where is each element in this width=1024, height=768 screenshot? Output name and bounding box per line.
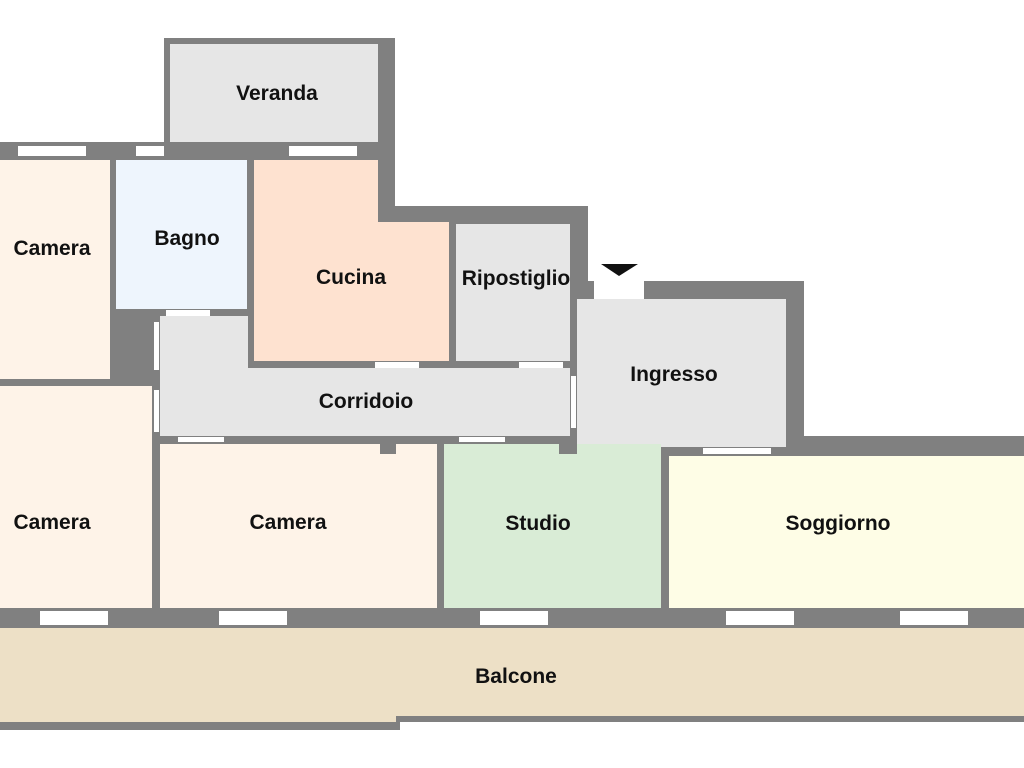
- room-soggiorno: [669, 456, 1024, 608]
- door: [178, 437, 224, 442]
- room-ripostiglio: [456, 224, 570, 361]
- door: [571, 376, 576, 428]
- room-ingresso: [577, 299, 786, 447]
- doors: [154, 281, 771, 454]
- door: [166, 310, 210, 316]
- room-camera-left: [0, 386, 152, 608]
- window: [900, 611, 968, 625]
- entrance-marker-icon: [601, 264, 638, 276]
- window: [40, 611, 108, 625]
- pillar-corridoio-corner: [559, 436, 577, 454]
- entrance-opening: [594, 281, 644, 299]
- label-veranda: Veranda: [236, 82, 318, 105]
- label-cucina: Cucina: [316, 266, 386, 289]
- windows: [18, 146, 968, 625]
- pillar-camera-mid: [380, 444, 396, 454]
- label-corridoio: Corridoio: [319, 390, 414, 413]
- room-camera-mid: [160, 444, 437, 608]
- label-studio: Studio: [505, 512, 570, 535]
- room-studio: [444, 444, 661, 608]
- door: [459, 437, 505, 442]
- label-soggiorno: Soggiorno: [786, 512, 891, 535]
- room-balcone: [0, 628, 1024, 722]
- door: [154, 390, 159, 432]
- room-labels: Veranda Camera Bagno Cucina Ripostiglio …: [13, 82, 890, 688]
- room-camera-top: [0, 160, 110, 379]
- window: [726, 611, 794, 625]
- rooms: [0, 44, 1024, 722]
- label-ripostiglio: Ripostiglio: [462, 267, 571, 290]
- pillar-camera-left: [152, 436, 160, 454]
- label-balcone: Balcone: [475, 665, 557, 688]
- window: [219, 611, 287, 625]
- room-veranda: [170, 44, 378, 142]
- wall-stubs: [152, 436, 577, 454]
- door: [703, 448, 771, 454]
- door: [154, 322, 159, 370]
- door: [519, 362, 563, 368]
- window: [18, 146, 86, 156]
- window: [289, 146, 357, 156]
- window: [136, 146, 164, 156]
- label-camera-mid: Camera: [249, 511, 326, 534]
- label-camera-left: Camera: [13, 511, 90, 534]
- room-corridoio: [160, 316, 570, 436]
- label-camera-top: Camera: [13, 237, 90, 260]
- label-ingresso: Ingresso: [630, 363, 718, 386]
- label-bagno: Bagno: [154, 227, 219, 250]
- window: [480, 611, 548, 625]
- room-bagno: [116, 160, 247, 309]
- room-cucina: [254, 160, 449, 361]
- door: [375, 362, 419, 368]
